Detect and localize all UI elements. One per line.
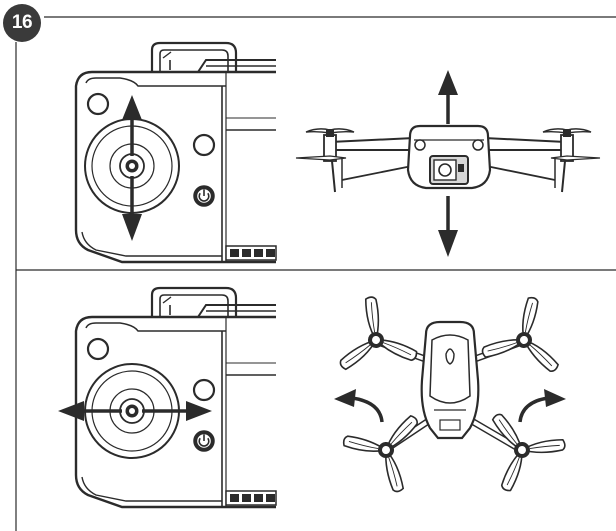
remote-controller [74,286,278,509]
stick-up-down-arrow [122,95,142,241]
remote-controller [74,41,278,264]
rotate-right-arrow-icon [544,389,566,407]
drone-top-view [327,289,572,499]
arrow-right-icon [186,401,212,421]
step-number: 16 [11,12,33,33]
rotate-left-arrow-icon [334,389,356,407]
panel-vertical [74,41,601,264]
step-frame [15,16,616,531]
panel-rotate [58,286,572,509]
arrow-left-icon [58,401,84,421]
drone-rotate-arrows [334,389,566,423]
drone-ascend-descend-arrow [438,70,458,257]
arrow-down-icon [438,230,458,257]
step-number-badge: 16 [3,4,41,42]
stick-left-right-arrow [58,401,212,421]
arrow-down-icon [122,214,142,241]
arrow-up-icon [122,95,142,120]
drone-front-view [295,124,601,193]
arrow-up-icon [438,70,458,95]
